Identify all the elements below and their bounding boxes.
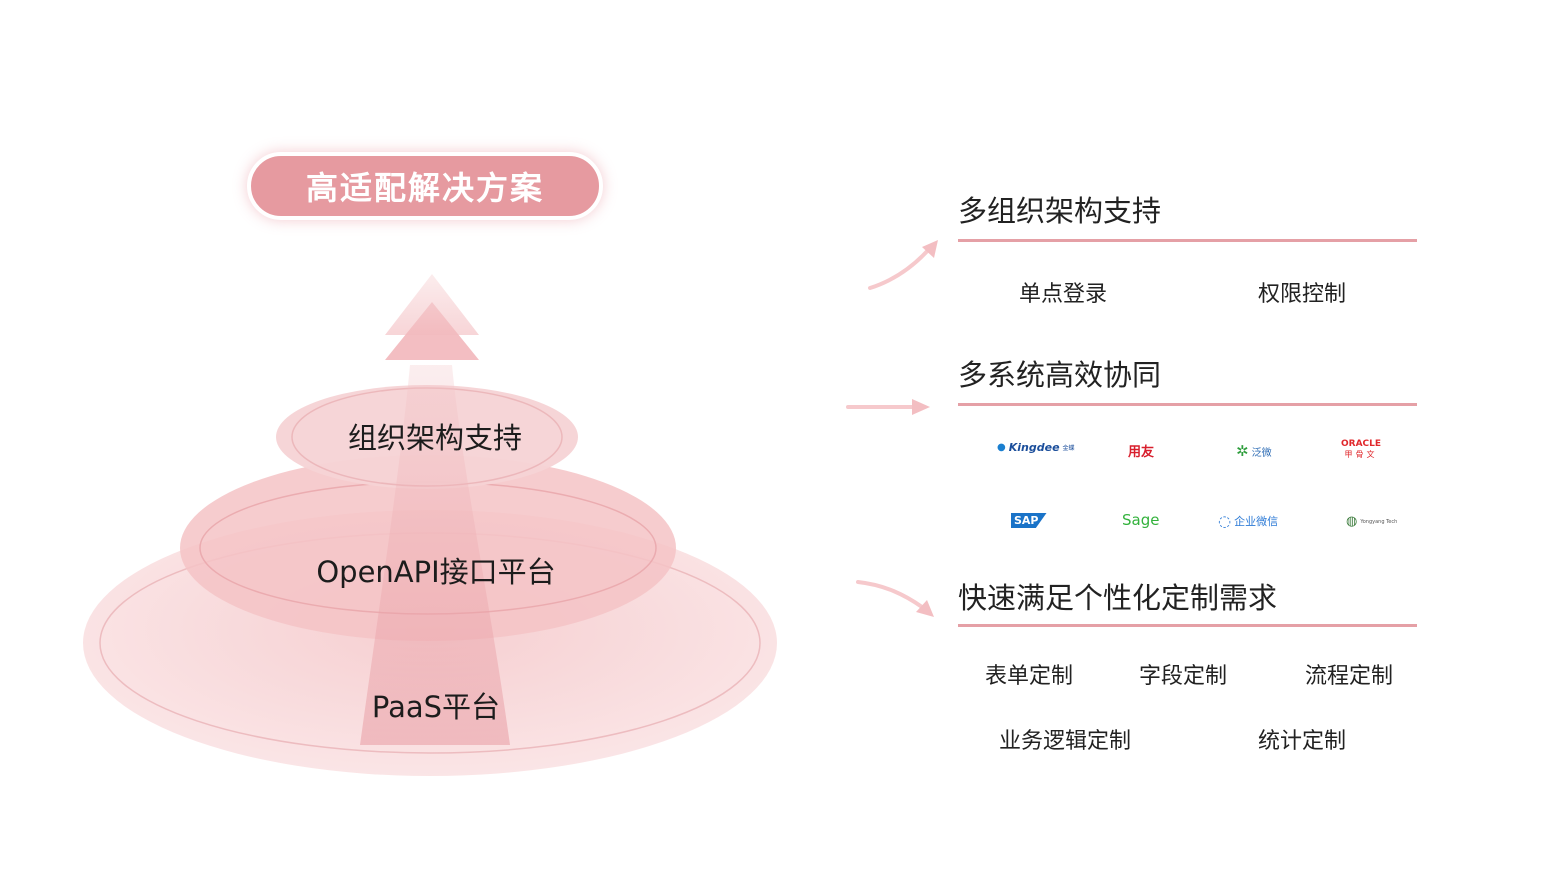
yongyang-ring-icon: ◍: [1346, 514, 1358, 529]
yonyou-logo: 用友: [1128, 445, 1155, 460]
section-divider: [958, 624, 1417, 627]
wecom-logo: ◌ 企业微信: [1218, 512, 1279, 530]
item-field-custom: 字段定制: [1139, 664, 1228, 689]
layer-label-paas: PaaS平台: [371, 690, 501, 724]
wecom-bubble-icon: ◌: [1218, 512, 1232, 530]
kingdee-logo: ● Kingdee 金蝶: [997, 441, 1075, 454]
section-divider: [958, 403, 1417, 406]
item-stats-custom: 统计定制: [1258, 729, 1347, 754]
item-form-custom: 表单定制: [985, 664, 1074, 689]
sage-logo: Sage: [1122, 511, 1160, 529]
item-logic-custom: 业务逻辑定制: [999, 729, 1132, 754]
connector-arrow-icon-2: [846, 399, 930, 415]
connector-arrow-icon-3: [856, 580, 934, 617]
section-system-collab: 多系统高效协同: [958, 357, 1418, 393]
section-title: 快速满足个性化定制需求: [958, 581, 1278, 615]
fanwei-logo: ✲ 泛微: [1236, 442, 1272, 460]
layer-label-org: 组织架构支持: [347, 421, 522, 455]
sap-logo: SAP: [1011, 513, 1047, 528]
yongyang-logo: ◍ Yongyang Tech: [1346, 514, 1398, 529]
headline-badge: 高适配解决方案: [247, 152, 603, 220]
item-flow-custom: 流程定制: [1305, 664, 1394, 689]
item-permission: 权限控制: [1258, 282, 1347, 307]
oracle-logo: ORACLE 甲骨文: [1341, 439, 1382, 459]
fanwei-flower-icon: ✲: [1236, 442, 1249, 460]
section-org-support: 多组织架构支持: [958, 193, 1418, 229]
section-title: 多组织架构支持: [958, 194, 1162, 228]
layer-label-openapi: OpenAPI接口平台: [316, 555, 556, 589]
connector-arrow-icon-1: [868, 240, 938, 290]
item-sso: 单点登录: [1019, 282, 1108, 307]
section-title: 多系统高效协同: [958, 358, 1162, 392]
section-customization: 快速满足个性化定制需求: [958, 580, 1418, 616]
section-divider: [958, 239, 1417, 242]
kingdee-dot-icon: ●: [997, 442, 1006, 453]
upward-arrow-icon: [360, 274, 510, 745]
headline-text: 高适配解决方案: [305, 169, 544, 207]
